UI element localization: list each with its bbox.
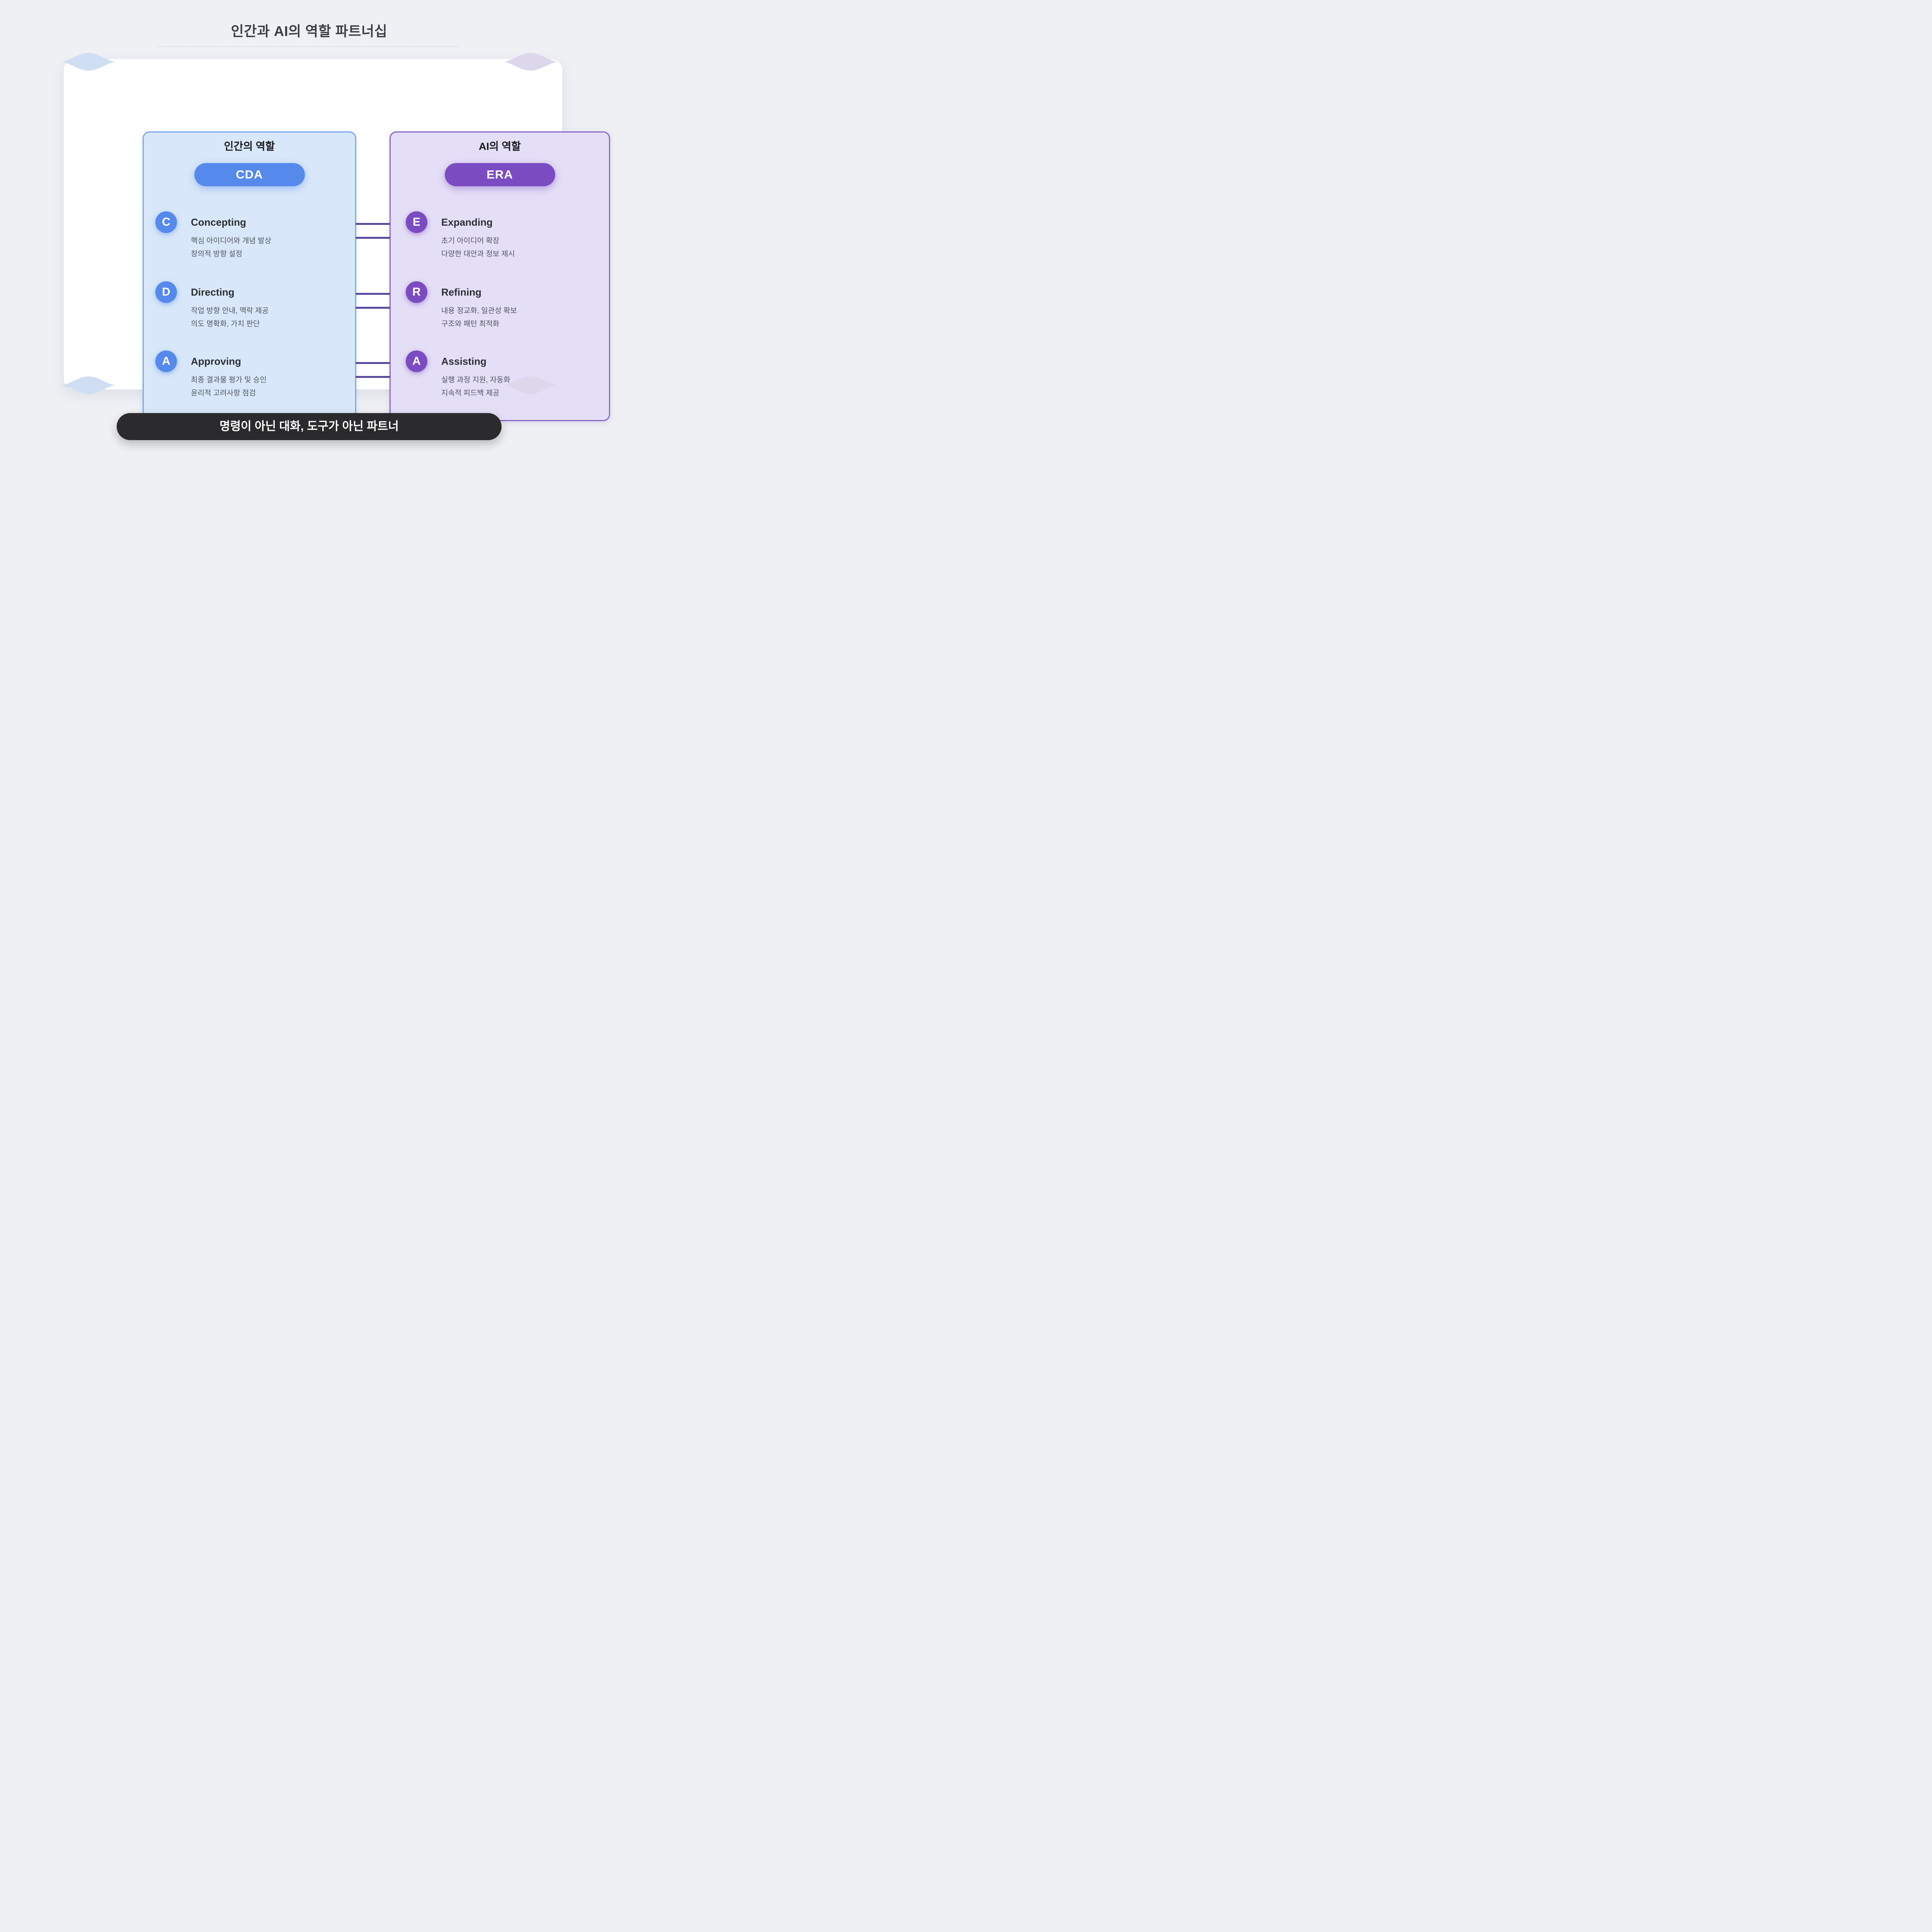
role-title: Directing bbox=[191, 286, 235, 298]
connector-line bbox=[355, 223, 390, 225]
role-desc-line2: 창의적 방향 설정 bbox=[191, 250, 242, 258]
connector-line bbox=[355, 293, 390, 295]
footer-banner-label: 명령이 아닌 대화, 도구가 아닌 파트너 bbox=[219, 420, 399, 433]
letter-badge-r: R bbox=[406, 281, 427, 303]
role-desc-line2: 다양한 대안과 정보 제시 bbox=[441, 250, 515, 258]
human-panel: 인간의 역할 CDA C Concepting 핵심 아이디어와 개념 발상 창… bbox=[143, 131, 356, 421]
role-item-assisting: A Assisting 실행 과정 지원, 자동화 지속적 피드백 제공 bbox=[406, 350, 591, 408]
page-title: 인간과 AI의 역할 파트너십 bbox=[231, 23, 388, 39]
letter-badge-a2: A bbox=[406, 350, 427, 372]
letter-badge-e: E bbox=[406, 211, 427, 233]
role-desc-line1: 작업 방향 안내, 맥락 제공 bbox=[191, 307, 269, 315]
letter-badge-a: A bbox=[155, 350, 177, 372]
role-item-refining: R Refining 내용 정교화, 일관성 확보 구조와 패턴 최적화 bbox=[406, 281, 591, 339]
content-card: 인간의 역할 CDA C Concepting 핵심 아이디어와 개념 발상 창… bbox=[64, 59, 610, 421]
human-panel-title: 인간의 역할 bbox=[224, 141, 275, 152]
ai-panel-title: AI의 역할 bbox=[478, 141, 521, 152]
title-divider bbox=[158, 46, 461, 47]
role-item-approving: A Approving 최종 결과물 평가 및 승인 윤리적 고려사항 점검 bbox=[155, 350, 341, 408]
role-desc-line1: 핵심 아이디어와 개념 발상 bbox=[191, 237, 272, 245]
role-title: Expanding bbox=[441, 216, 493, 228]
ai-acronym-badge: ERA bbox=[444, 163, 555, 186]
role-desc-line1: 내용 정교화, 일관성 확보 bbox=[441, 307, 517, 315]
role-desc-line1: 최종 결과물 평가 및 승인 bbox=[191, 376, 267, 384]
connector-line bbox=[355, 376, 390, 378]
role-item-expanding: E Expanding 초기 아이디어 확장 다양한 대안과 정보 제시 bbox=[406, 211, 591, 269]
role-desc-line1: 실행 과정 지원, 자동화 bbox=[441, 376, 510, 384]
role-desc-line2: 윤리적 고려사항 점검 bbox=[191, 389, 256, 397]
letter-badge-d: D bbox=[155, 281, 177, 303]
decor-blob-top-right-icon bbox=[504, 53, 557, 71]
decor-blob-bottom-left-icon bbox=[62, 376, 115, 394]
role-title: Concepting bbox=[191, 216, 246, 228]
role-title: Refining bbox=[441, 286, 481, 298]
human-acronym-badge: CDA bbox=[194, 163, 305, 186]
connector-line bbox=[355, 362, 390, 364]
role-desc-line2: 지속적 피드백 제공 bbox=[441, 389, 500, 397]
role-title: Approving bbox=[191, 355, 241, 367]
role-desc-line2: 의도 명확화, 가치 판단 bbox=[191, 320, 260, 328]
role-desc-line1: 초기 아이디어 확장 bbox=[441, 237, 500, 245]
connector-line bbox=[355, 307, 390, 309]
infographic-canvas: 인간과 AI의 역할 파트너십 인간의 역할 CDA C Concepting … bbox=[0, 0, 618, 464]
letter-badge-c: C bbox=[155, 211, 177, 233]
role-item-concepting: C Concepting 핵심 아이디어와 개념 발상 창의적 방향 설정 bbox=[155, 211, 341, 269]
role-title: Assisting bbox=[441, 355, 487, 367]
role-item-directing: D Directing 작업 방향 안내, 맥락 제공 의도 명확화, 가치 판… bbox=[155, 281, 341, 339]
connector-line bbox=[355, 237, 390, 239]
decor-blob-bottom-right-icon bbox=[504, 376, 557, 394]
decor-blob-top-left-icon bbox=[62, 53, 115, 71]
footer-banner: 명령이 아닌 대화, 도구가 아닌 파트너 bbox=[117, 413, 502, 440]
ai-panel: AI의 역할 ERA E Expanding 초기 아이디어 확장 다양한 대안… bbox=[389, 131, 610, 421]
role-desc-line2: 구조와 패턴 최적화 bbox=[441, 320, 500, 328]
